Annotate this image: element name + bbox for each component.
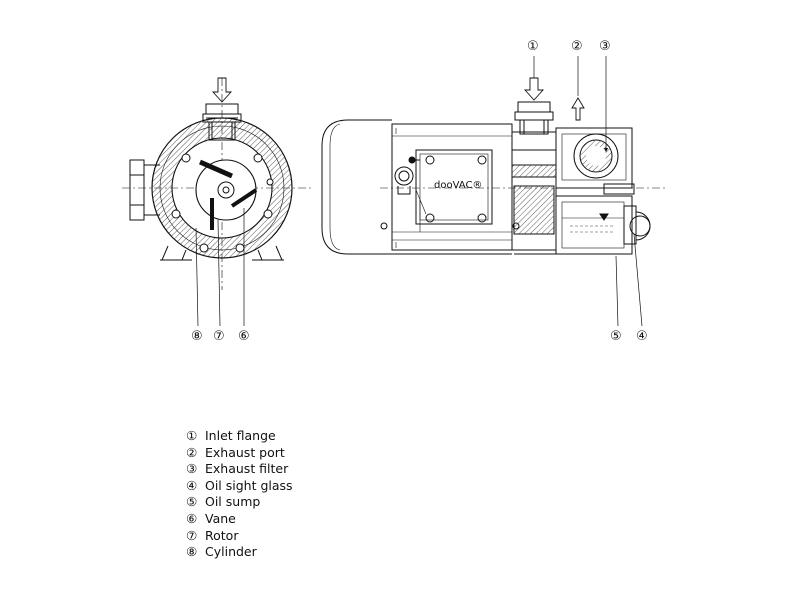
callout-cylinder: ⑧ [191,329,203,344]
front-callouts: ⑧ ⑦ ⑥ [191,329,250,344]
legend-item: ④ Oil sight glass [186,478,293,495]
legend-label: Exhaust port [205,444,285,460]
legend-item: ⑦ Rotor [186,528,293,545]
legend-label: Rotor [205,527,239,543]
brand-label: dooVAC® [434,180,482,191]
legend-number: ⑥ [186,510,198,526]
callout-vane: ⑥ [238,329,250,344]
callout-oil-sight-glass: ④ [636,329,648,344]
legend-number: ① [186,428,198,443]
callout-inlet-flange: ① [527,39,539,54]
callout-exhaust-filter: ③ [599,39,611,54]
callout-exhaust-port: ② [571,39,583,54]
legend-number: ⑤ [186,494,198,510]
legend-item: ⑧ Cylinder [186,544,293,561]
legend-item: ③ Exhaust filter [186,461,293,478]
legend-number: ④ [186,477,198,493]
legend-item: ⑤ Oil sump [186,494,293,511]
callout-rotor: ⑦ [213,329,225,344]
callout-oil-sump: ⑤ [610,329,622,344]
legend: ① Inlet flange ② Exhaust port ③ Exhaust fil… [186,428,293,561]
legend-label: Oil sump [205,494,261,510]
legend-label: Inlet flange [205,428,276,443]
legend-label: Cylinder [205,544,257,560]
legend-item: ② Exhaust port [186,445,293,462]
legend-number: ③ [186,461,198,477]
legend-item: ⑥ Vane [186,511,293,528]
legend-label: Exhaust filter [205,461,289,477]
legend-label: Vane [205,510,236,526]
side-view [321,56,668,327]
legend-number: ⑧ [186,544,198,560]
legend-number: ② [186,444,198,460]
side-callouts: ① ② ③ ⑤ ④ [527,39,648,344]
legend-label: Oil sight glass [205,477,293,493]
legend-number: ⑦ [186,527,198,543]
legend-item: ① Inlet flange [186,428,293,445]
front-section-view [122,77,312,327]
